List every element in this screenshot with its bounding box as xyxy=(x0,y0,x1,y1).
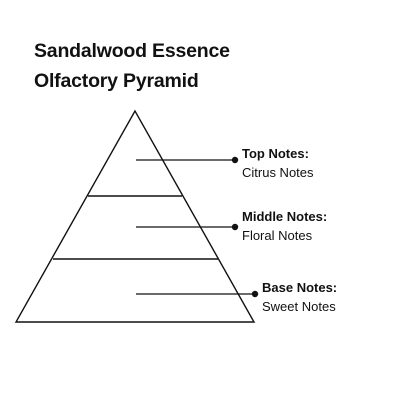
middle-notes-value: Floral Notes xyxy=(242,228,313,243)
top-notes-heading: Top Notes: xyxy=(242,146,309,161)
top-notes-value: Citrus Notes xyxy=(242,165,314,180)
top-notes-leader-dot xyxy=(231,156,239,164)
middle-notes-heading: Middle Notes: xyxy=(242,209,328,224)
base-notes-heading: Base Notes: xyxy=(262,280,338,295)
title-line-2: Olfactory Pyramid xyxy=(34,70,199,92)
base-notes-leader-dot xyxy=(251,290,259,298)
title-line-1: Sandalwood Essence xyxy=(34,40,230,62)
base-notes-label: Base Notes: Sweet Notes xyxy=(262,278,337,316)
pyramid-outline xyxy=(14,109,256,323)
middle-notes-leader-dot xyxy=(231,223,239,231)
diagram-title: Sandalwood Essence Olfactory Pyramid xyxy=(34,36,230,96)
middle-notes-label: Middle Notes: Floral Notes xyxy=(242,207,327,245)
base-notes-value: Sweet Notes xyxy=(262,299,336,314)
top-notes-label: Top Notes: Citrus Notes xyxy=(242,144,314,182)
